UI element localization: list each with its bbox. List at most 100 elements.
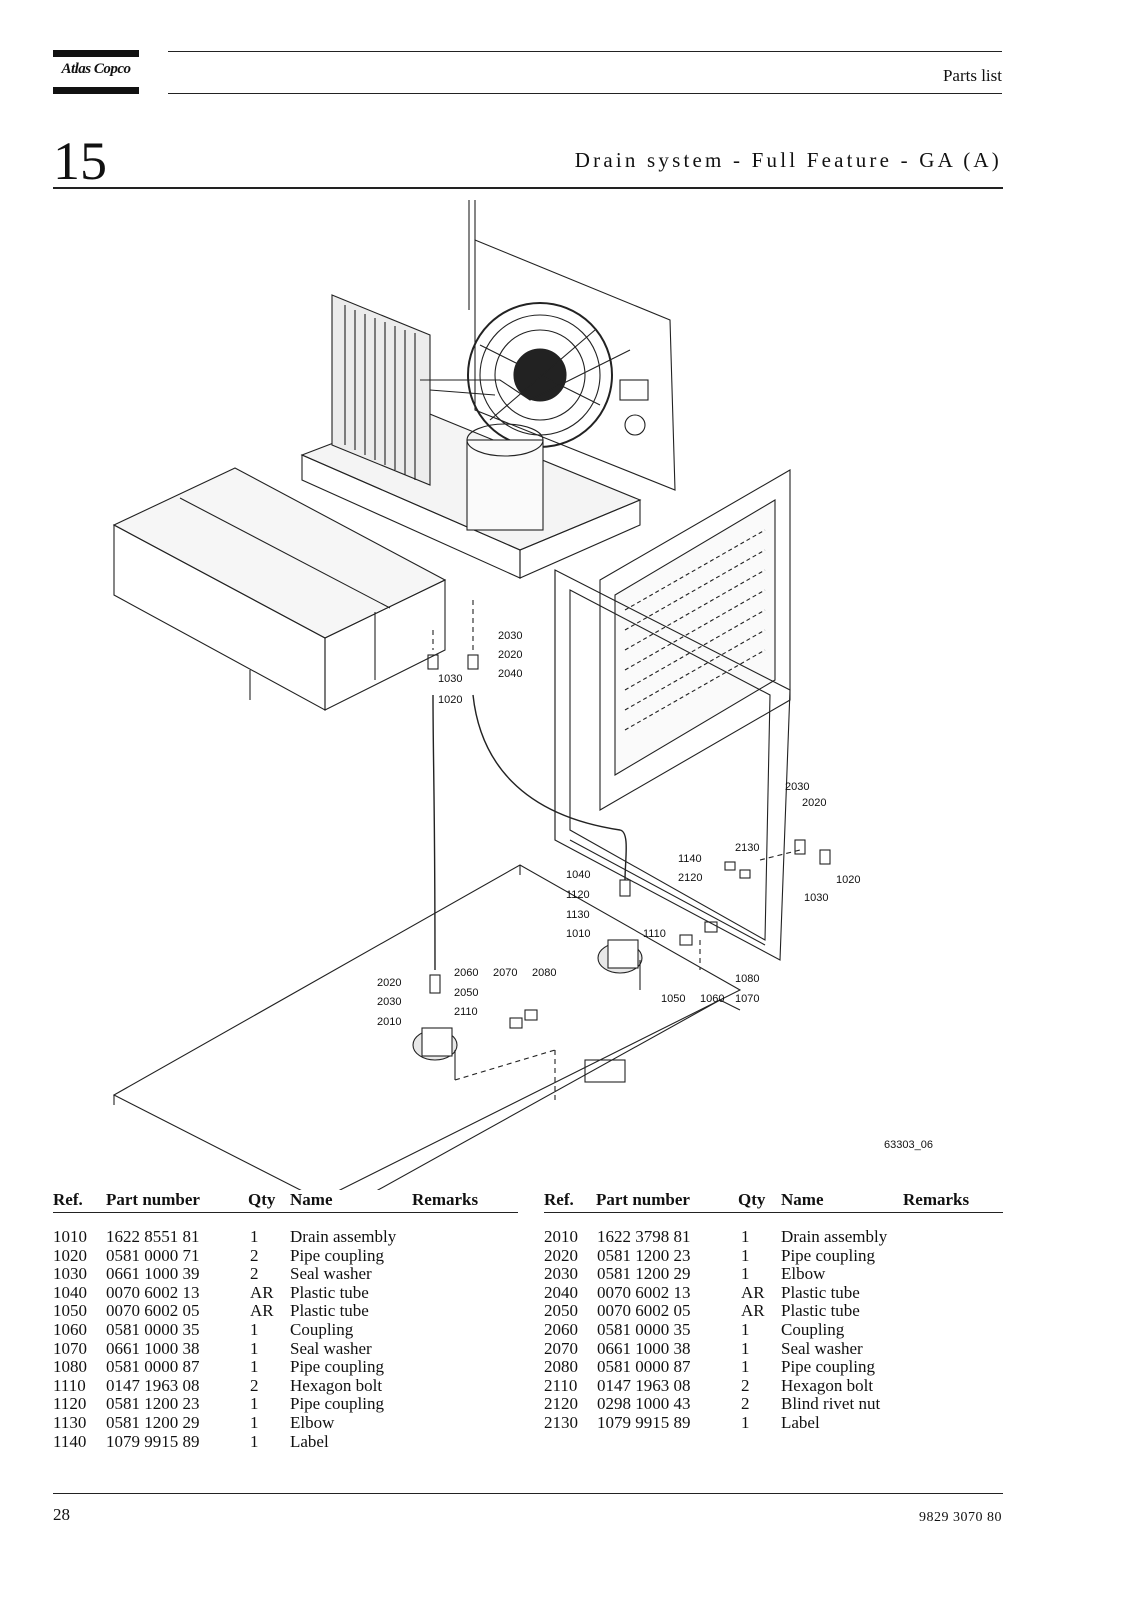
- cell-part-number: 0661 1000 38: [106, 1338, 200, 1358]
- cell-qty: 1: [250, 1338, 259, 1358]
- atlas-copco-logo: Atlas Copco: [53, 50, 139, 94]
- cell-name: Seal washer: [290, 1264, 372, 1284]
- callout-2110: 2110: [454, 1006, 478, 1018]
- cell-qty: 1: [741, 1264, 750, 1284]
- cell-ref: 2110: [544, 1375, 578, 1395]
- cell-qty: AR: [741, 1282, 765, 1302]
- callout-1070: 1070: [735, 993, 759, 1005]
- callout-1080: 1080: [735, 973, 759, 985]
- assembly-lines: [432, 600, 801, 1100]
- callout-1120: 1120: [566, 889, 590, 901]
- cell-qty: 1: [250, 1413, 259, 1432]
- callout-1050: 1050: [661, 993, 685, 1005]
- callout-1010: 1010: [566, 928, 590, 940]
- cell-part-number: 1622 8551 81: [106, 1227, 200, 1246]
- cell-ref: 1070: [53, 1338, 87, 1358]
- page-number: 28: [53, 1505, 70, 1524]
- callout-2080: 2080: [532, 967, 556, 979]
- callout-1110: 1110: [643, 928, 666, 940]
- cell-part-number: 1622 3798 81: [597, 1227, 691, 1246]
- table-header-rule: [53, 1212, 518, 1213]
- cell-name: Hexagon bolt: [781, 1375, 874, 1395]
- callout-1130: 1130: [566, 909, 590, 921]
- cell-name: Seal washer: [781, 1338, 863, 1358]
- callout-2130: 2130: [735, 842, 759, 854]
- housing-box: [112, 467, 447, 711]
- title-rule: [53, 187, 1003, 189]
- cell-name: Plastic tube: [781, 1301, 860, 1321]
- callout-2010: 2010: [377, 1016, 401, 1028]
- cell-name: Coupling: [290, 1320, 354, 1339]
- cell-ref: 2060: [544, 1320, 578, 1339]
- section-number: 15: [53, 131, 107, 191]
- cell-name: Drain assembly: [781, 1227, 888, 1246]
- cell-part-number: 1079 9915 89: [106, 1431, 200, 1451]
- drain-unit-1010: [597, 939, 643, 990]
- cell-ref: 1130: [53, 1413, 87, 1432]
- logo-text: Atlas Copco: [61, 61, 131, 77]
- cell-part-number: 0070 6002 13: [106, 1282, 200, 1302]
- cell-qty: 2: [250, 1375, 259, 1395]
- callout-labels: 2030 2020 2040 1030 1020 2030 2020 2130 …: [377, 630, 933, 1151]
- cell-qty: 1: [250, 1357, 259, 1377]
- cell-name: Hexagon bolt: [290, 1375, 383, 1395]
- cell-part-number: 0661 1000 38: [597, 1338, 691, 1358]
- callout-2070: 2070: [493, 967, 517, 979]
- table-row: 2030 0581 1200 29 1 Elbow: [544, 1264, 1003, 1283]
- callout-2030-right: 2030: [785, 781, 809, 793]
- header-rule-bottom: [168, 93, 1002, 94]
- cell-ref: 2020: [544, 1245, 578, 1265]
- cell-ref: 1080: [53, 1357, 87, 1377]
- cell-part-number: 0581 1200 23: [106, 1394, 200, 1414]
- cell-ref: 2070: [544, 1338, 578, 1358]
- cell-qty: AR: [250, 1282, 274, 1302]
- cell-ref: 2040: [544, 1282, 578, 1302]
- cell-part-number: 0147 1963 08: [106, 1375, 200, 1395]
- section-title: Drain system - Full Feature - GA (A): [574, 148, 1002, 172]
- cell-ref: 2130: [544, 1413, 578, 1432]
- callout-1020-right: 1020: [836, 874, 860, 886]
- cell-qty: 1: [250, 1320, 259, 1339]
- fittings: [427, 654, 831, 1029]
- cell-ref: 2030: [544, 1264, 578, 1284]
- header-ref: Ref.: [544, 1190, 574, 1209]
- cell-qty: 2: [250, 1264, 259, 1284]
- logo-bar-top: [53, 50, 139, 57]
- cell-qty: 1: [741, 1357, 750, 1377]
- cell-part-number: 0581 1200 29: [597, 1264, 691, 1284]
- header-remarks: Remarks: [903, 1190, 970, 1209]
- base-plate: [112, 864, 742, 1190]
- callout-2030-top: 2030: [498, 630, 522, 642]
- drain-hoses: [432, 694, 627, 971]
- header-name: Name: [290, 1190, 333, 1209]
- cell-part-number: 0581 1200 23: [597, 1245, 691, 1265]
- cell-qty: 2: [741, 1375, 750, 1395]
- cell-ref: 1020: [53, 1245, 87, 1265]
- cell-name: Seal washer: [290, 1338, 372, 1358]
- cell-name: Elbow: [781, 1264, 826, 1284]
- cell-ref: 1140: [53, 1431, 87, 1451]
- callout-1140: 1140: [678, 853, 702, 865]
- cell-qty: AR: [741, 1301, 765, 1321]
- cell-name: Drain assembly: [290, 1227, 397, 1246]
- cell-part-number: 0581 0000 71: [106, 1245, 200, 1265]
- cell-qty: 1: [250, 1227, 259, 1246]
- table-row: 1070 0661 1000 38 1 Seal washer: [53, 1339, 518, 1358]
- cell-ref: 1040: [53, 1282, 87, 1302]
- cell-part-number: 0661 1000 39: [106, 1264, 200, 1284]
- cell-qty: 2: [741, 1394, 750, 1414]
- cell-ref: 1120: [53, 1394, 87, 1414]
- header-ref: Ref.: [53, 1190, 83, 1209]
- cell-ref: 1060: [53, 1320, 87, 1339]
